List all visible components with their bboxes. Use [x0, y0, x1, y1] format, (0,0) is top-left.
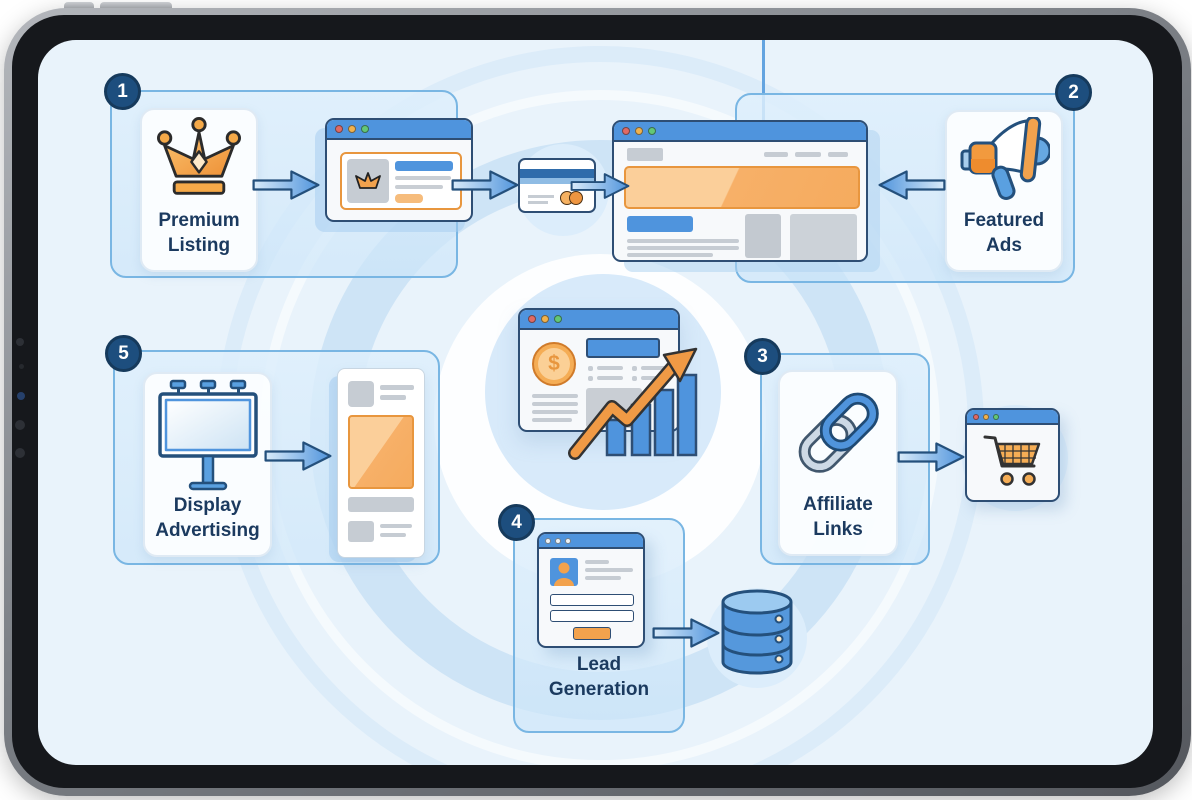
step-badge-4: 4 [498, 504, 535, 541]
flow-arrow-right [652, 618, 720, 648]
flow-arrow-right [897, 442, 965, 472]
sensor-dot [15, 420, 25, 430]
flow-arrow-right [570, 173, 630, 199]
mini-crown-icon [355, 172, 381, 189]
payment-card-icon [518, 158, 596, 213]
featured-banner-window-icon [612, 120, 868, 262]
cart-icon [983, 435, 1041, 486]
chain-link-icon [780, 372, 896, 492]
avatar [550, 558, 578, 586]
step-badge-5: 5 [105, 335, 142, 372]
flow-arrow-right [451, 170, 519, 200]
front-camera [17, 392, 25, 400]
sensor-dot [16, 338, 24, 346]
display-ad-slot [348, 415, 414, 489]
ad-slot-page-icon [337, 368, 425, 558]
headline-bar [586, 338, 660, 358]
listing-ad-card [340, 152, 462, 210]
form-input [550, 594, 634, 606]
dollar-coin-icon: $ [532, 342, 576, 386]
step-badge-1: 1 [104, 73, 141, 110]
form-input [550, 610, 634, 622]
growth-chart-icon [568, 347, 698, 460]
cta-button-block [627, 216, 693, 232]
megaphone-icon [947, 112, 1061, 208]
shopping-cart-window-icon [965, 408, 1060, 502]
database-icon [721, 589, 793, 675]
sensor-dot [19, 364, 24, 369]
dollar-symbol: $ [538, 348, 570, 380]
revenue-growth-window-icon: $ [518, 308, 680, 432]
flow-arrow-right [264, 441, 332, 471]
window-dot-red [335, 125, 343, 133]
listing-title-bar [395, 161, 453, 171]
crown-icon [142, 110, 256, 208]
step-badge-2: 2 [1055, 74, 1092, 111]
window-dot-green [361, 125, 369, 133]
site-logo-block [627, 148, 663, 161]
featured-ad-banner [624, 166, 860, 209]
step-badge-3: 3 [744, 338, 781, 375]
sensor-dot [15, 448, 25, 458]
billboard-icon [145, 374, 270, 493]
window-dot-yellow [348, 125, 356, 133]
connector-line [762, 40, 765, 122]
listing-window-icon [325, 118, 473, 222]
listing-price-pill [395, 194, 423, 203]
form-submit-block [573, 627, 611, 640]
listing-thumb [347, 159, 389, 203]
flow-arrow-right [252, 170, 320, 200]
lead-form-window-icon [537, 532, 645, 648]
flow-arrow-left [878, 170, 946, 200]
